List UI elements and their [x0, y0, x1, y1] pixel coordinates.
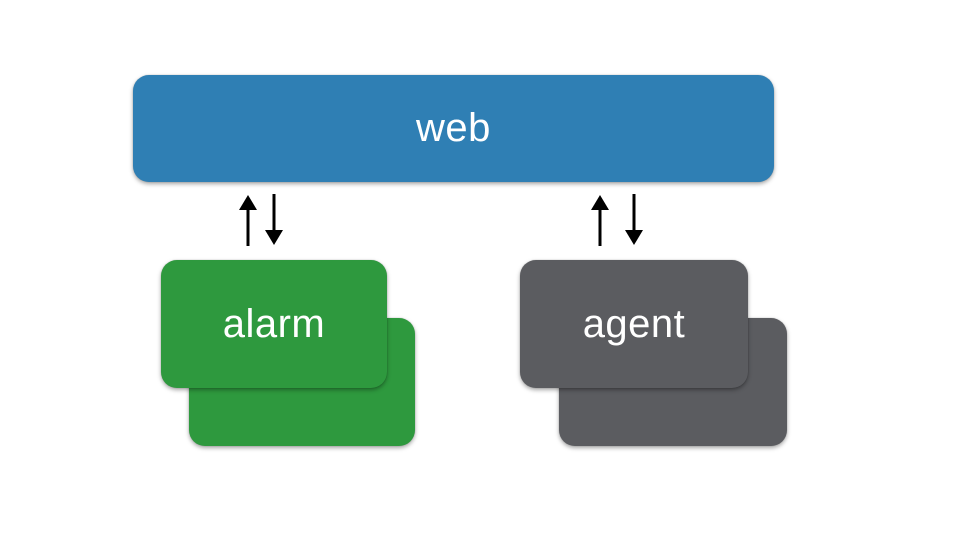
- agent-node: agent: [520, 260, 748, 388]
- alarm-web-arrows: [239, 194, 283, 246]
- alarm-node: alarm: [161, 260, 387, 388]
- web-label: web: [416, 106, 491, 150]
- down-arrow-icon: [625, 194, 643, 245]
- up-arrow-icon: [239, 195, 257, 246]
- up-arrow-icon: [591, 195, 609, 246]
- alarm-label: alarm: [222, 301, 326, 346]
- down-arrow-icon: [265, 194, 283, 245]
- agent-label: agent: [582, 301, 686, 346]
- agent-web-arrows: [591, 194, 643, 246]
- web-node: web: [133, 75, 774, 182]
